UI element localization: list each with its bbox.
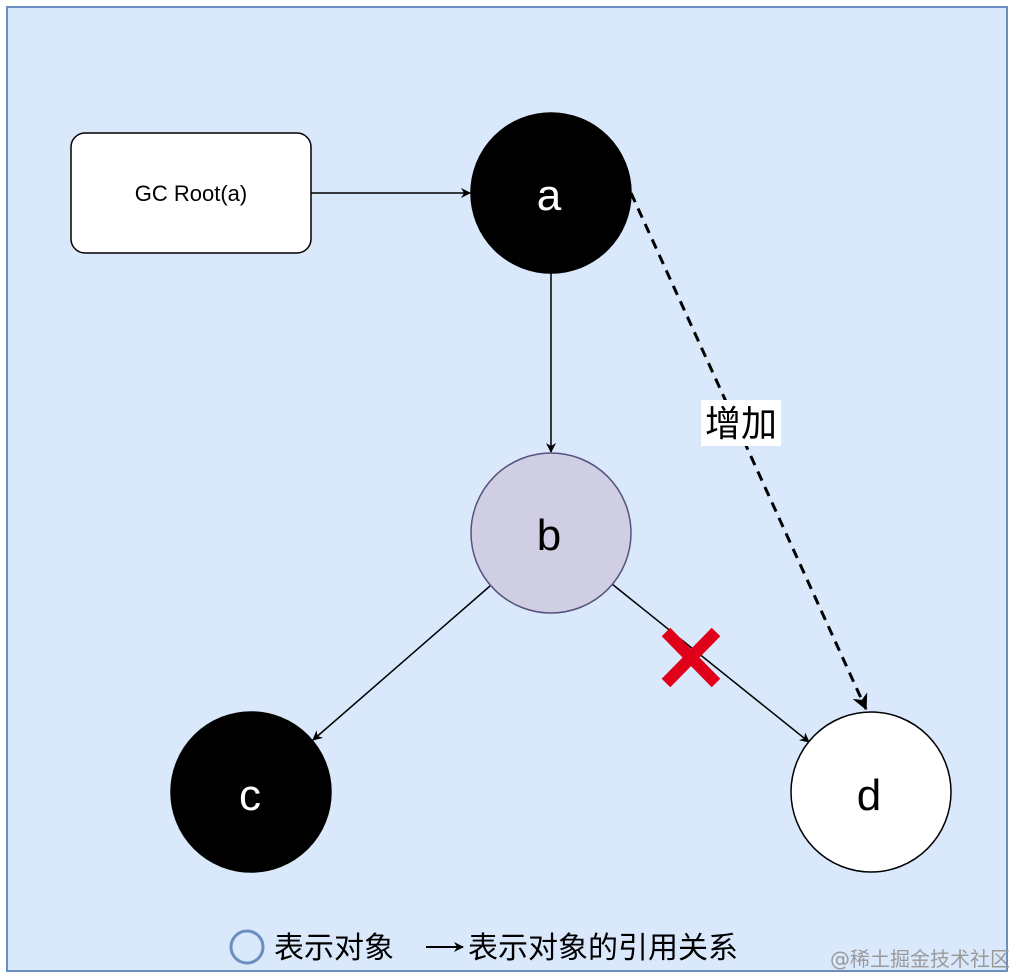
node-a: a [470,112,632,274]
node-a-label: a [537,171,562,220]
gc-root-box: GC Root(a) [70,132,312,254]
gc-root-label: GC Root(a) [135,181,247,206]
node-b: b [470,452,632,614]
node-d-label: d [857,771,881,820]
node-c-label: c [239,771,261,820]
edge-a-to-d-added [629,192,868,711]
added-edge-label-bg [701,400,781,446]
node-d: d [790,711,952,873]
edge-b-to-c [312,585,491,741]
legend-object-text: 表示对象 [274,931,394,966]
removed-reference-cross-icon [661,627,721,688]
edge-b-to-d-removed [611,583,810,743]
node-c: c [170,711,332,873]
legend-object-circle-icon [229,929,265,965]
node-b-label: b [537,511,561,560]
added-edge-label: 增加 [705,404,777,445]
legend: 表示对象 表示对象的引用关系 [229,929,738,966]
legend-reference-text: 表示对象的引用关系 [468,931,738,966]
watermark: @稀土掘金技术社区 [830,947,1010,971]
